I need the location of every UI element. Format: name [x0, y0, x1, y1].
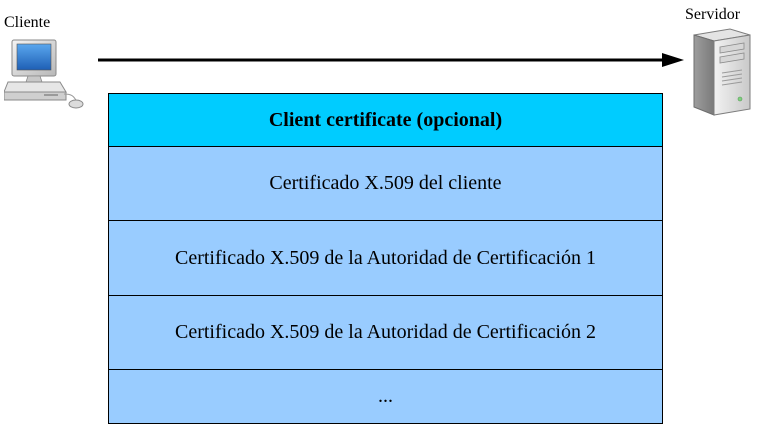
arrow-head	[662, 53, 684, 67]
desktop-computer-icon	[3, 38, 86, 110]
server-tower-icon	[690, 25, 756, 119]
server-label: Servidor	[685, 6, 741, 23]
certificate-row-ca-2: Certificado X.509 de la Autoridad de Cer…	[109, 296, 662, 370]
certificate-row-client: Certificado X.509 del cliente	[109, 147, 662, 221]
message-header: Client certificate (opcional)	[109, 94, 662, 147]
certificate-row-more: ...	[378, 385, 393, 407]
certificate-row-ca-1: Certificado X.509 de la Autoridad de Cer…	[109, 221, 662, 296]
request-arrow	[96, 50, 686, 70]
client-certificate-message: Client certificate (opcional) Certificad…	[108, 93, 663, 424]
client-label: Cliente	[4, 14, 51, 31]
